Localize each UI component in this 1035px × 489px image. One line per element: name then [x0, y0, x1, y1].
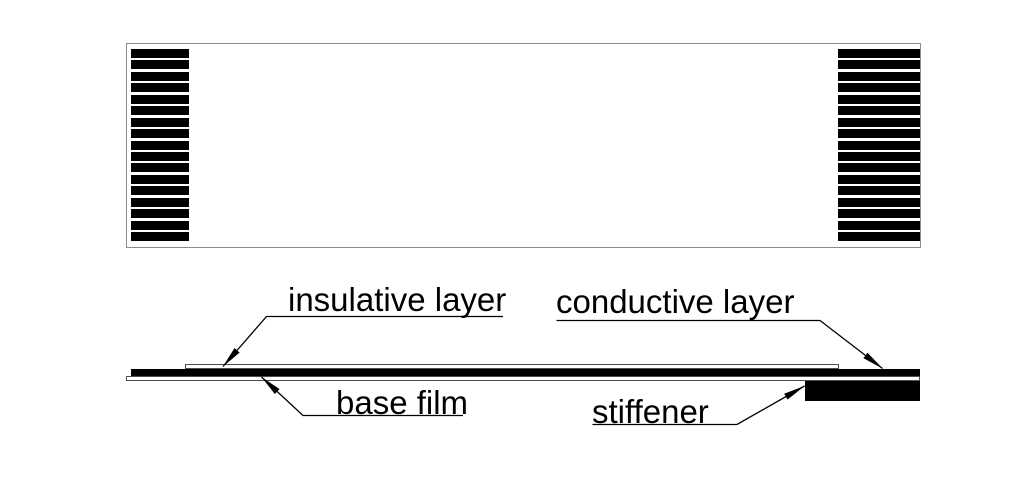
contact-finger: [131, 220, 189, 230]
contact-finger: [838, 83, 920, 93]
base-film-strip: [126, 376, 920, 381]
contact-finger: [838, 220, 920, 230]
base-film-label: base film: [336, 384, 469, 421]
contact-finger: [838, 129, 920, 139]
contact-finger: [838, 186, 920, 196]
contact-finger: [131, 117, 189, 127]
contact-finger: [131, 163, 189, 173]
conductive-layer-label: conductive layer: [556, 283, 795, 320]
cable-top-view: [126, 43, 921, 248]
left-contact-fingers: [131, 49, 189, 241]
contact-finger: [131, 83, 189, 93]
contact-finger: [838, 71, 920, 81]
contact-finger: [838, 60, 920, 70]
contact-finger: [838, 106, 920, 116]
contact-finger: [131, 174, 189, 184]
contact-finger: [131, 232, 189, 241]
contact-finger: [131, 106, 189, 116]
stiffener-label: stiffener: [592, 393, 709, 430]
contact-finger: [838, 49, 920, 58]
conductive-layer-leader: [556, 319, 883, 370]
contact-finger: [131, 60, 189, 70]
contact-finger: [131, 197, 189, 207]
contact-finger: [131, 129, 189, 139]
conductive-layer-strip: [131, 368, 920, 376]
stiffener-strip: [805, 380, 920, 401]
contact-finger: [838, 174, 920, 184]
contact-finger: [838, 197, 920, 207]
contact-finger: [838, 209, 920, 219]
contact-finger: [838, 94, 920, 104]
contact-finger: [131, 49, 189, 58]
insulative-layer-strip: [185, 364, 839, 369]
insulative-layer-leader: [222, 315, 503, 367]
contact-finger: [838, 151, 920, 161]
contact-finger: [131, 151, 189, 161]
contact-finger: [131, 140, 189, 150]
contact-finger: [838, 232, 920, 241]
insulative-layer-label: insulative layer: [288, 281, 507, 318]
contact-finger: [131, 186, 189, 196]
contact-finger: [838, 163, 920, 173]
contact-finger: [131, 71, 189, 81]
contact-finger: [838, 140, 920, 150]
right-contact-fingers: [838, 49, 920, 241]
contact-finger: [131, 209, 189, 219]
contact-finger: [131, 94, 189, 104]
contact-finger: [838, 117, 920, 127]
